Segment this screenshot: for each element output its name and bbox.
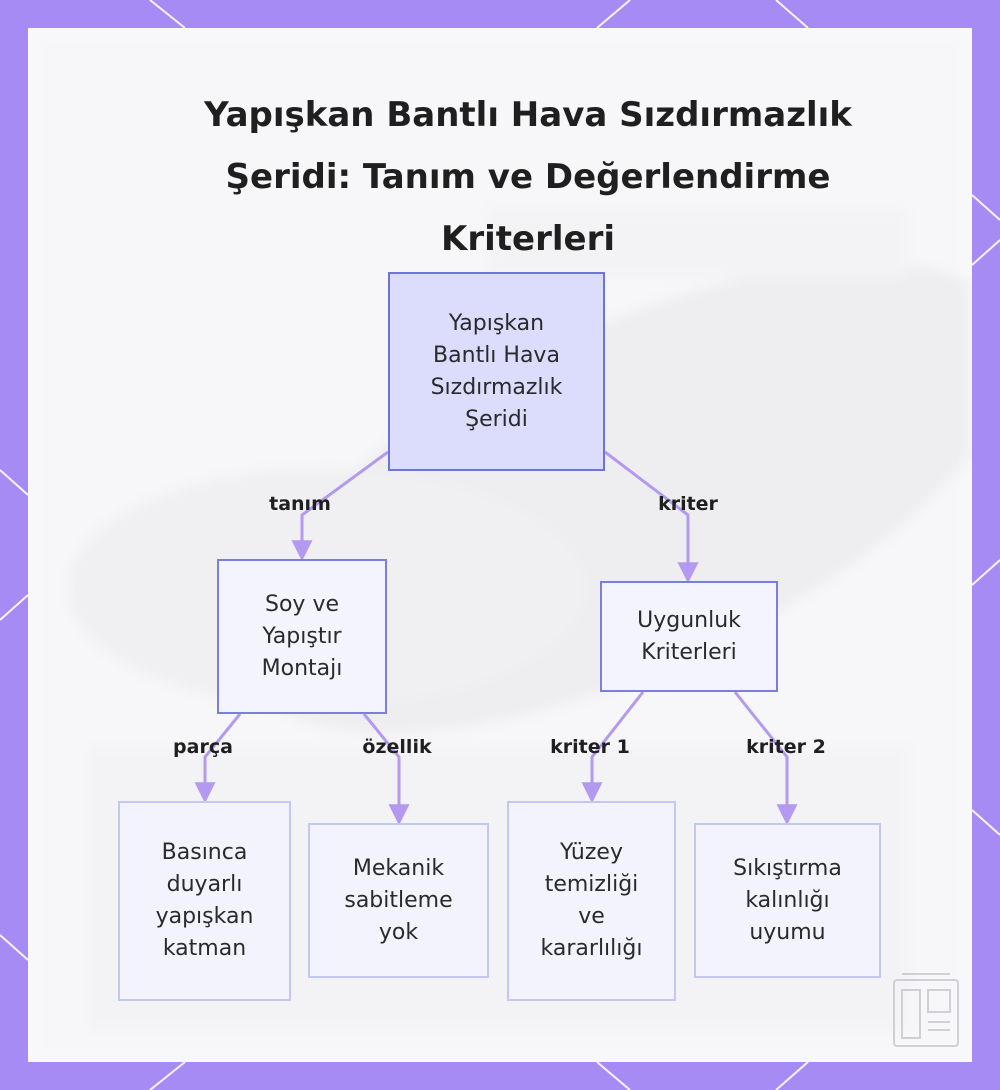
node-leaf-pressure-adhesive: Basınca duyarlı yapışkan katman [118, 801, 291, 1001]
node-criteria: Uygunluk Kriterleri [600, 581, 778, 692]
node-root: Yapışkan Bantlı Hava Sızdırmazlık Şeridi [388, 272, 605, 471]
edge-definition-mechanical [364, 714, 399, 821]
edge-label-kriter-1: kriter 1 [550, 735, 630, 759]
node-leaf-compression: Sıkıştırma kalınlığı uyumu [694, 823, 881, 978]
edge-label-tanim: tanım [269, 492, 331, 516]
node-leaf-surface: Yüzey temizliği ve kararlılığı [507, 801, 676, 1001]
edge-label-kriter: kriter [658, 492, 718, 516]
edge-label-ozellik: özellik [362, 735, 431, 759]
document-grid-icon [890, 970, 962, 1050]
edge-label-parca: parça [173, 735, 233, 759]
edge-label-kriter-2: kriter 2 [746, 735, 826, 759]
node-definition: Soy ve Yapıştır Montajı [217, 559, 387, 714]
node-leaf-mechanical: Mekanik sabitleme yok [308, 823, 489, 978]
